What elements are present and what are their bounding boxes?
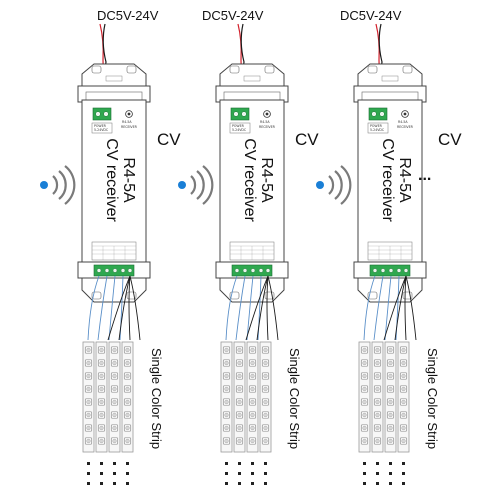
svg-text:POWER: POWER	[370, 124, 383, 128]
led-strip-1	[82, 341, 95, 453]
strip-label: Single Color Strip	[287, 348, 302, 449]
strip-continuation-dots	[225, 462, 267, 485]
model-sticker: R4-5A	[398, 120, 408, 124]
learn-button[interactable]	[263, 110, 271, 118]
receiver-unit-1: DC5V-24V POWER 5-24VDC	[40, 8, 181, 485]
device-name-line1: CV receiver	[379, 138, 396, 222]
output-terminal-block	[369, 264, 411, 277]
device-name: CV receiver R4-5A	[379, 138, 413, 222]
svg-text:5-24VDC: 5-24VDC	[232, 128, 247, 132]
svg-text:5-24VDC: 5-24VDC	[370, 128, 385, 132]
device-name: CV receiver R4-5A	[103, 138, 137, 222]
wireless-signal-icon	[178, 165, 214, 205]
input-terminal-block: POWER 5-24VDC	[229, 107, 251, 134]
power-wire-negative	[375, 23, 383, 103]
strip-label: Single Color Strip	[149, 348, 164, 449]
output-terminal-block	[93, 264, 135, 277]
device-name-line1: CV receiver	[103, 138, 120, 222]
svg-text:RECEIVER: RECEIVER	[121, 125, 138, 129]
svg-text:POWER: POWER	[94, 124, 107, 128]
device-name-line2: R4-5A	[396, 157, 413, 203]
model-sticker: R4-5A	[260, 120, 270, 124]
output-wires	[363, 275, 417, 341]
input-terminal-block: POWER 5-24VDC	[367, 107, 389, 134]
more-receivers-indicator: ...	[418, 167, 431, 184]
learn-button[interactable]	[125, 110, 133, 118]
svg-text:POWER: POWER	[232, 124, 245, 128]
led-strip-1	[220, 341, 233, 453]
led-strip-2	[95, 341, 108, 453]
strip-continuation-dots	[87, 462, 129, 485]
wireless-signal-icon	[40, 165, 76, 205]
strip-continuation-dots	[363, 462, 405, 485]
led-strip-2	[371, 341, 384, 453]
led-strips	[358, 341, 410, 485]
power-wire-negative	[237, 23, 245, 103]
strip-label: Single Color Strip	[425, 348, 440, 449]
svg-text:RECEIVER: RECEIVER	[397, 125, 414, 129]
led-strip-3	[246, 341, 259, 453]
receiver-unit-3: DC5V-24V POWER 5-24VDC	[316, 8, 462, 485]
model-sticker: R4-5A	[122, 120, 132, 124]
led-strip-2	[233, 341, 246, 453]
led-strips	[82, 341, 134, 485]
output-spec-table	[229, 241, 275, 261]
led-strip-4	[259, 341, 272, 453]
device-name-line2: R4-5A	[258, 157, 275, 203]
learn-button[interactable]	[401, 110, 409, 118]
receiver-unit-2: DC5V-24V POWER 5-24VDC	[178, 8, 319, 485]
output-wires	[87, 275, 141, 341]
power-wire-negative	[99, 23, 107, 103]
device-name: CV receiver R4-5A	[241, 138, 275, 222]
input-terminal-block: POWER 5-24VDC	[91, 107, 113, 134]
led-strip-4	[121, 341, 134, 453]
led-strip-1	[358, 341, 371, 453]
led-strips	[220, 341, 272, 485]
wireless-signal-icon	[316, 165, 352, 205]
svg-text:5-24VDC: 5-24VDC	[94, 128, 109, 132]
svg-text:RECEIVER: RECEIVER	[259, 125, 276, 129]
device-name-line1: CV receiver	[241, 138, 258, 222]
output-spec-table	[367, 241, 413, 261]
led-strip-4	[397, 341, 410, 453]
mode-label: CV	[295, 130, 319, 149]
device-name-line2: R4-5A	[120, 157, 137, 203]
mode-label: CV	[438, 130, 462, 149]
led-strip-3	[108, 341, 121, 453]
led-strip-3	[384, 341, 397, 453]
output-wires	[225, 275, 279, 341]
output-spec-table	[91, 241, 137, 261]
output-terminal-block	[231, 264, 273, 277]
power-input-label: DC5V-24V	[97, 8, 159, 23]
power-input-label: DC5V-24V	[202, 8, 264, 23]
mode-label: CV	[157, 130, 181, 149]
power-input-label: DC5V-24V	[340, 8, 402, 23]
